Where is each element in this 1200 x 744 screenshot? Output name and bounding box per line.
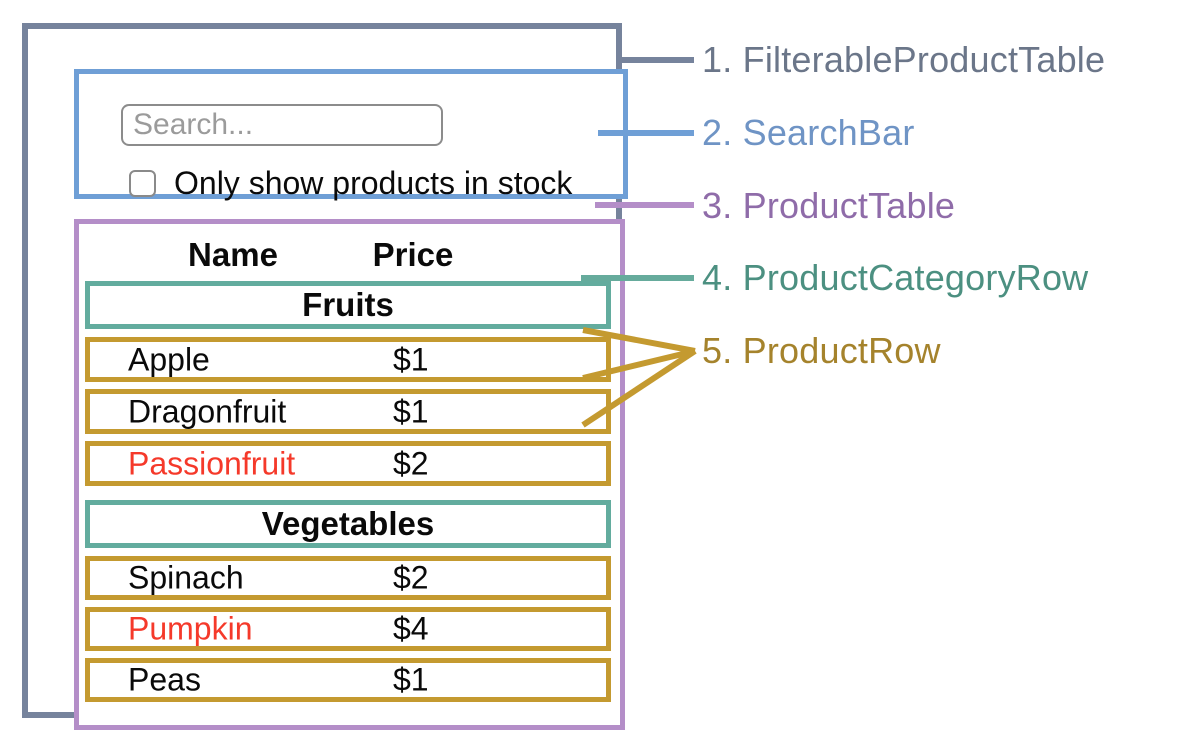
product-row-peas: Peas $1: [85, 658, 611, 702]
in-stock-checkbox-label: Only show products in stock: [174, 165, 573, 201]
in-stock-checkbox[interactable]: [129, 170, 156, 197]
product-price: $2: [393, 445, 429, 481]
product-name: Pumpkin: [128, 610, 253, 647]
category-row-vegetables: Vegetables: [85, 500, 611, 548]
product-table-box: Name Price Fruits Apple $1 Dragonfruit $…: [74, 219, 625, 730]
product-name: Apple: [128, 341, 210, 377]
product-row-dragonfruit: Dragonfruit $1: [85, 389, 611, 434]
category-label: Vegetables: [261, 505, 435, 542]
product-name: Peas: [128, 661, 201, 698]
category-row-fruits: Fruits: [85, 281, 611, 329]
product-row-spinach: Spinach $2: [85, 556, 611, 600]
legend-product-table: 3. ProductTable: [702, 185, 956, 226]
product-price: $1: [393, 393, 429, 429]
legend-filterable-product-table: 1. FilterableProductTable: [702, 39, 1106, 80]
in-stock-filter: Only show products in stock: [129, 165, 572, 202]
product-row-passionfruit: Passionfruit $2: [85, 441, 611, 486]
connector-search-bar: [598, 130, 694, 136]
connector-product-category-row: [581, 275, 694, 281]
search-input[interactable]: [121, 104, 443, 146]
product-price: $1: [393, 341, 429, 377]
product-row-apple: Apple $1: [85, 337, 611, 382]
column-header-name: Name: [188, 236, 278, 273]
product-row-pumpkin: Pumpkin $4: [85, 607, 611, 651]
product-price: $1: [393, 661, 429, 698]
connector-product-row-fan: [581, 327, 697, 428]
connector-filterable-product-table: [616, 57, 694, 63]
category-label: Fruits: [302, 286, 394, 323]
product-name: Spinach: [128, 559, 244, 596]
product-price: $2: [393, 559, 429, 596]
product-name: Passionfruit: [128, 445, 296, 481]
search-bar-box: Only show products in stock: [74, 69, 628, 202]
legend-product-category-row: 4. ProductCategoryRow: [702, 257, 1089, 298]
product-name: Dragonfruit: [128, 393, 287, 429]
connector-product-table: [595, 202, 694, 208]
filterable-product-table-box: Only show products in stock Name Price F…: [22, 23, 628, 730]
column-header-price: Price: [372, 236, 454, 273]
legend-search-bar: 2. SearchBar: [702, 112, 915, 153]
legend-product-row: 5. ProductRow: [702, 330, 941, 371]
product-price: $4: [393, 610, 429, 647]
